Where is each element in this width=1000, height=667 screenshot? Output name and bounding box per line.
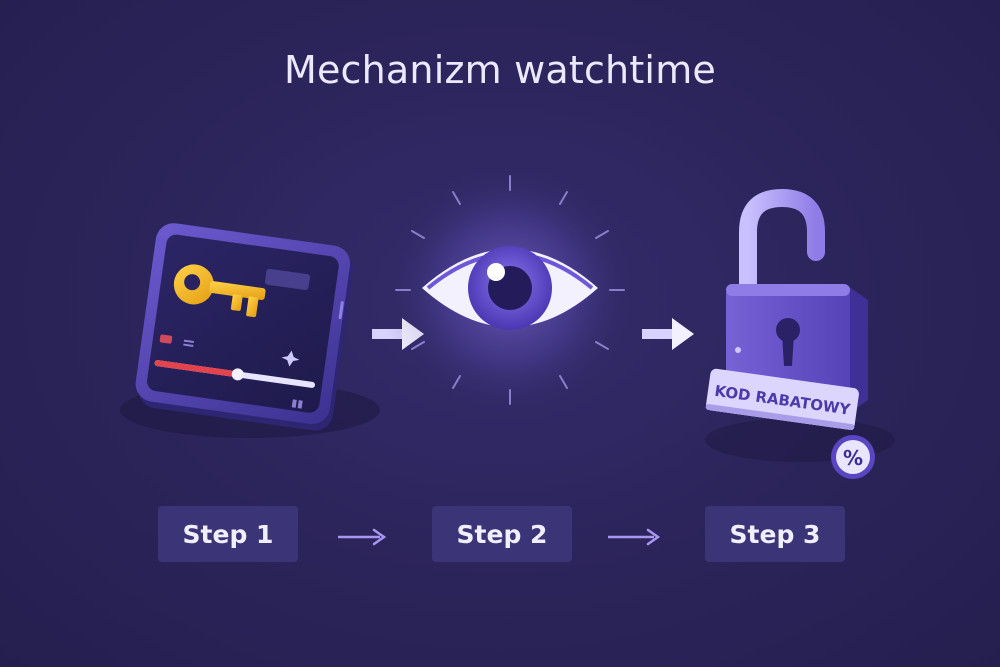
step-1-label: Step 1 bbox=[158, 506, 298, 562]
step-2-label: Step 2 bbox=[432, 506, 572, 562]
coupon-tag: KOD RABATOWY % bbox=[705, 368, 875, 479]
arrow-icon bbox=[642, 318, 694, 350]
arrow-icon bbox=[608, 528, 661, 546]
page-title: Mechanizm watchtime bbox=[283, 48, 716, 92]
arrow-icon bbox=[338, 528, 387, 546]
video-progress-bar bbox=[154, 360, 316, 388]
key-icon bbox=[173, 264, 266, 318]
percent-badge-icon: % bbox=[831, 435, 875, 479]
percent-badge-label: % bbox=[843, 446, 863, 470]
step-3-label: Step 3 bbox=[705, 506, 845, 562]
tablet-video-key-icon bbox=[120, 223, 380, 438]
eye-icon bbox=[380, 160, 640, 420]
